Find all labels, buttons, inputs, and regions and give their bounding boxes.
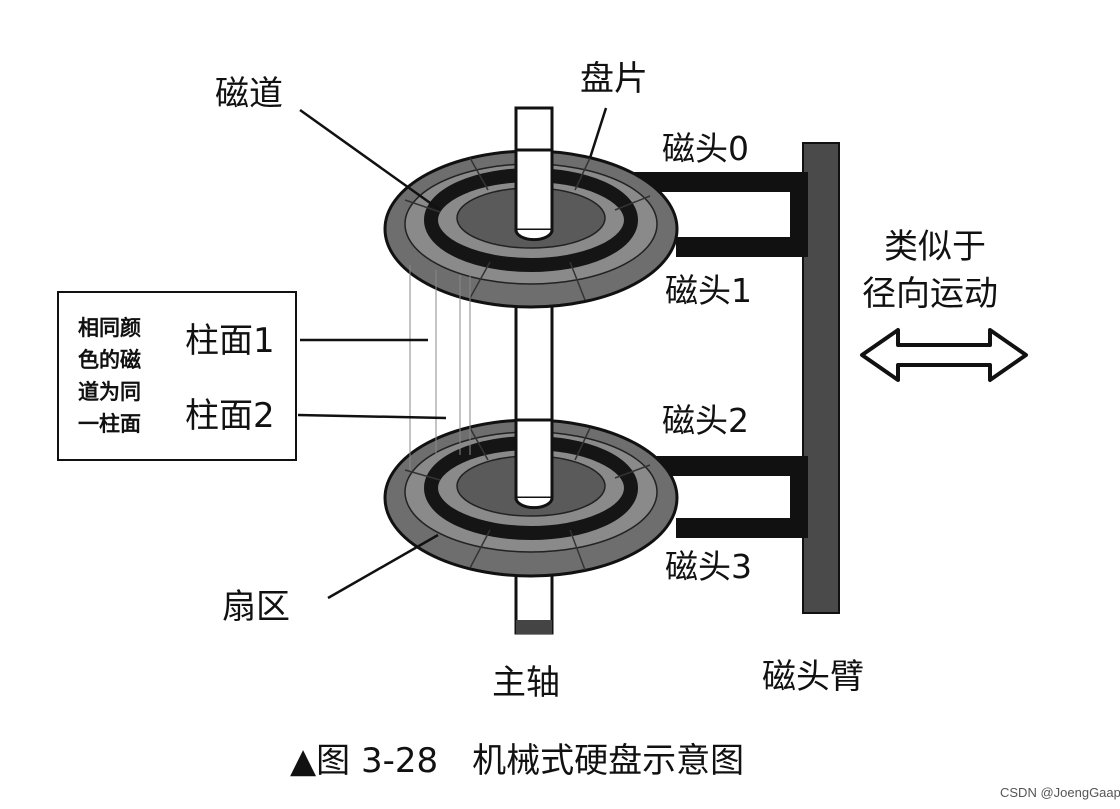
cylinder2-label: 柱面2 bbox=[185, 396, 275, 436]
legend-box bbox=[57, 291, 297, 461]
head0-label: 磁头0 bbox=[662, 129, 749, 168]
radial-motion-label-line1: 类似于 bbox=[884, 227, 986, 267]
lower-platter bbox=[383, 418, 679, 578]
figure-caption: ▲图 3-28 机械式硬盘示意图 bbox=[290, 741, 744, 781]
sector-label: 扇区 bbox=[222, 587, 290, 627]
lower-head-arms bbox=[628, 456, 808, 538]
cylinder1-label: 柱面1 bbox=[185, 321, 275, 361]
radial-motion-label-line2: 径向运动 bbox=[862, 274, 998, 314]
head3-label: 磁头3 bbox=[665, 547, 752, 586]
leader-lines bbox=[297, 107, 608, 600]
double-arrow-icon bbox=[860, 328, 1028, 382]
head-arm-bar bbox=[802, 142, 840, 614]
head-arm-label: 磁头臂 bbox=[762, 657, 864, 697]
head2-label: 磁头2 bbox=[662, 401, 749, 440]
head1-label: 磁头1 bbox=[665, 271, 752, 310]
platter-label: 盘片 bbox=[580, 59, 648, 99]
legend-line-1: 相同颜 bbox=[78, 316, 141, 340]
legend-line-3: 道为同 bbox=[78, 380, 141, 404]
track-label: 磁道 bbox=[215, 74, 283, 114]
cylinder-guides bbox=[409, 265, 471, 470]
upper-head-arms bbox=[618, 172, 808, 257]
legend-line-2: 色的磁 bbox=[78, 348, 141, 372]
upper-platter bbox=[383, 148, 679, 309]
watermark: CSDN @JoengGaap bbox=[1000, 785, 1120, 800]
legend-line-4: 一柱面 bbox=[78, 412, 141, 436]
spindle-label: 主轴 bbox=[492, 663, 560, 703]
